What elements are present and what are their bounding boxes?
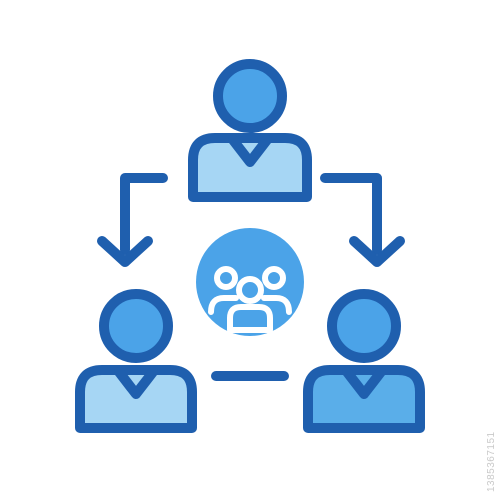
left-person-icon (75, 289, 197, 433)
right-person-icon (303, 289, 425, 433)
stock-id-watermark: 1385367151 (486, 431, 497, 492)
left-arrow-icon (97, 173, 168, 267)
top-person-body (188, 133, 312, 202)
top-person-head (213, 59, 287, 133)
right-arrow-icon (320, 173, 405, 267)
center-group-icon (196, 228, 304, 336)
top-person-icon (188, 59, 312, 202)
top-person-collar (228, 135, 272, 167)
